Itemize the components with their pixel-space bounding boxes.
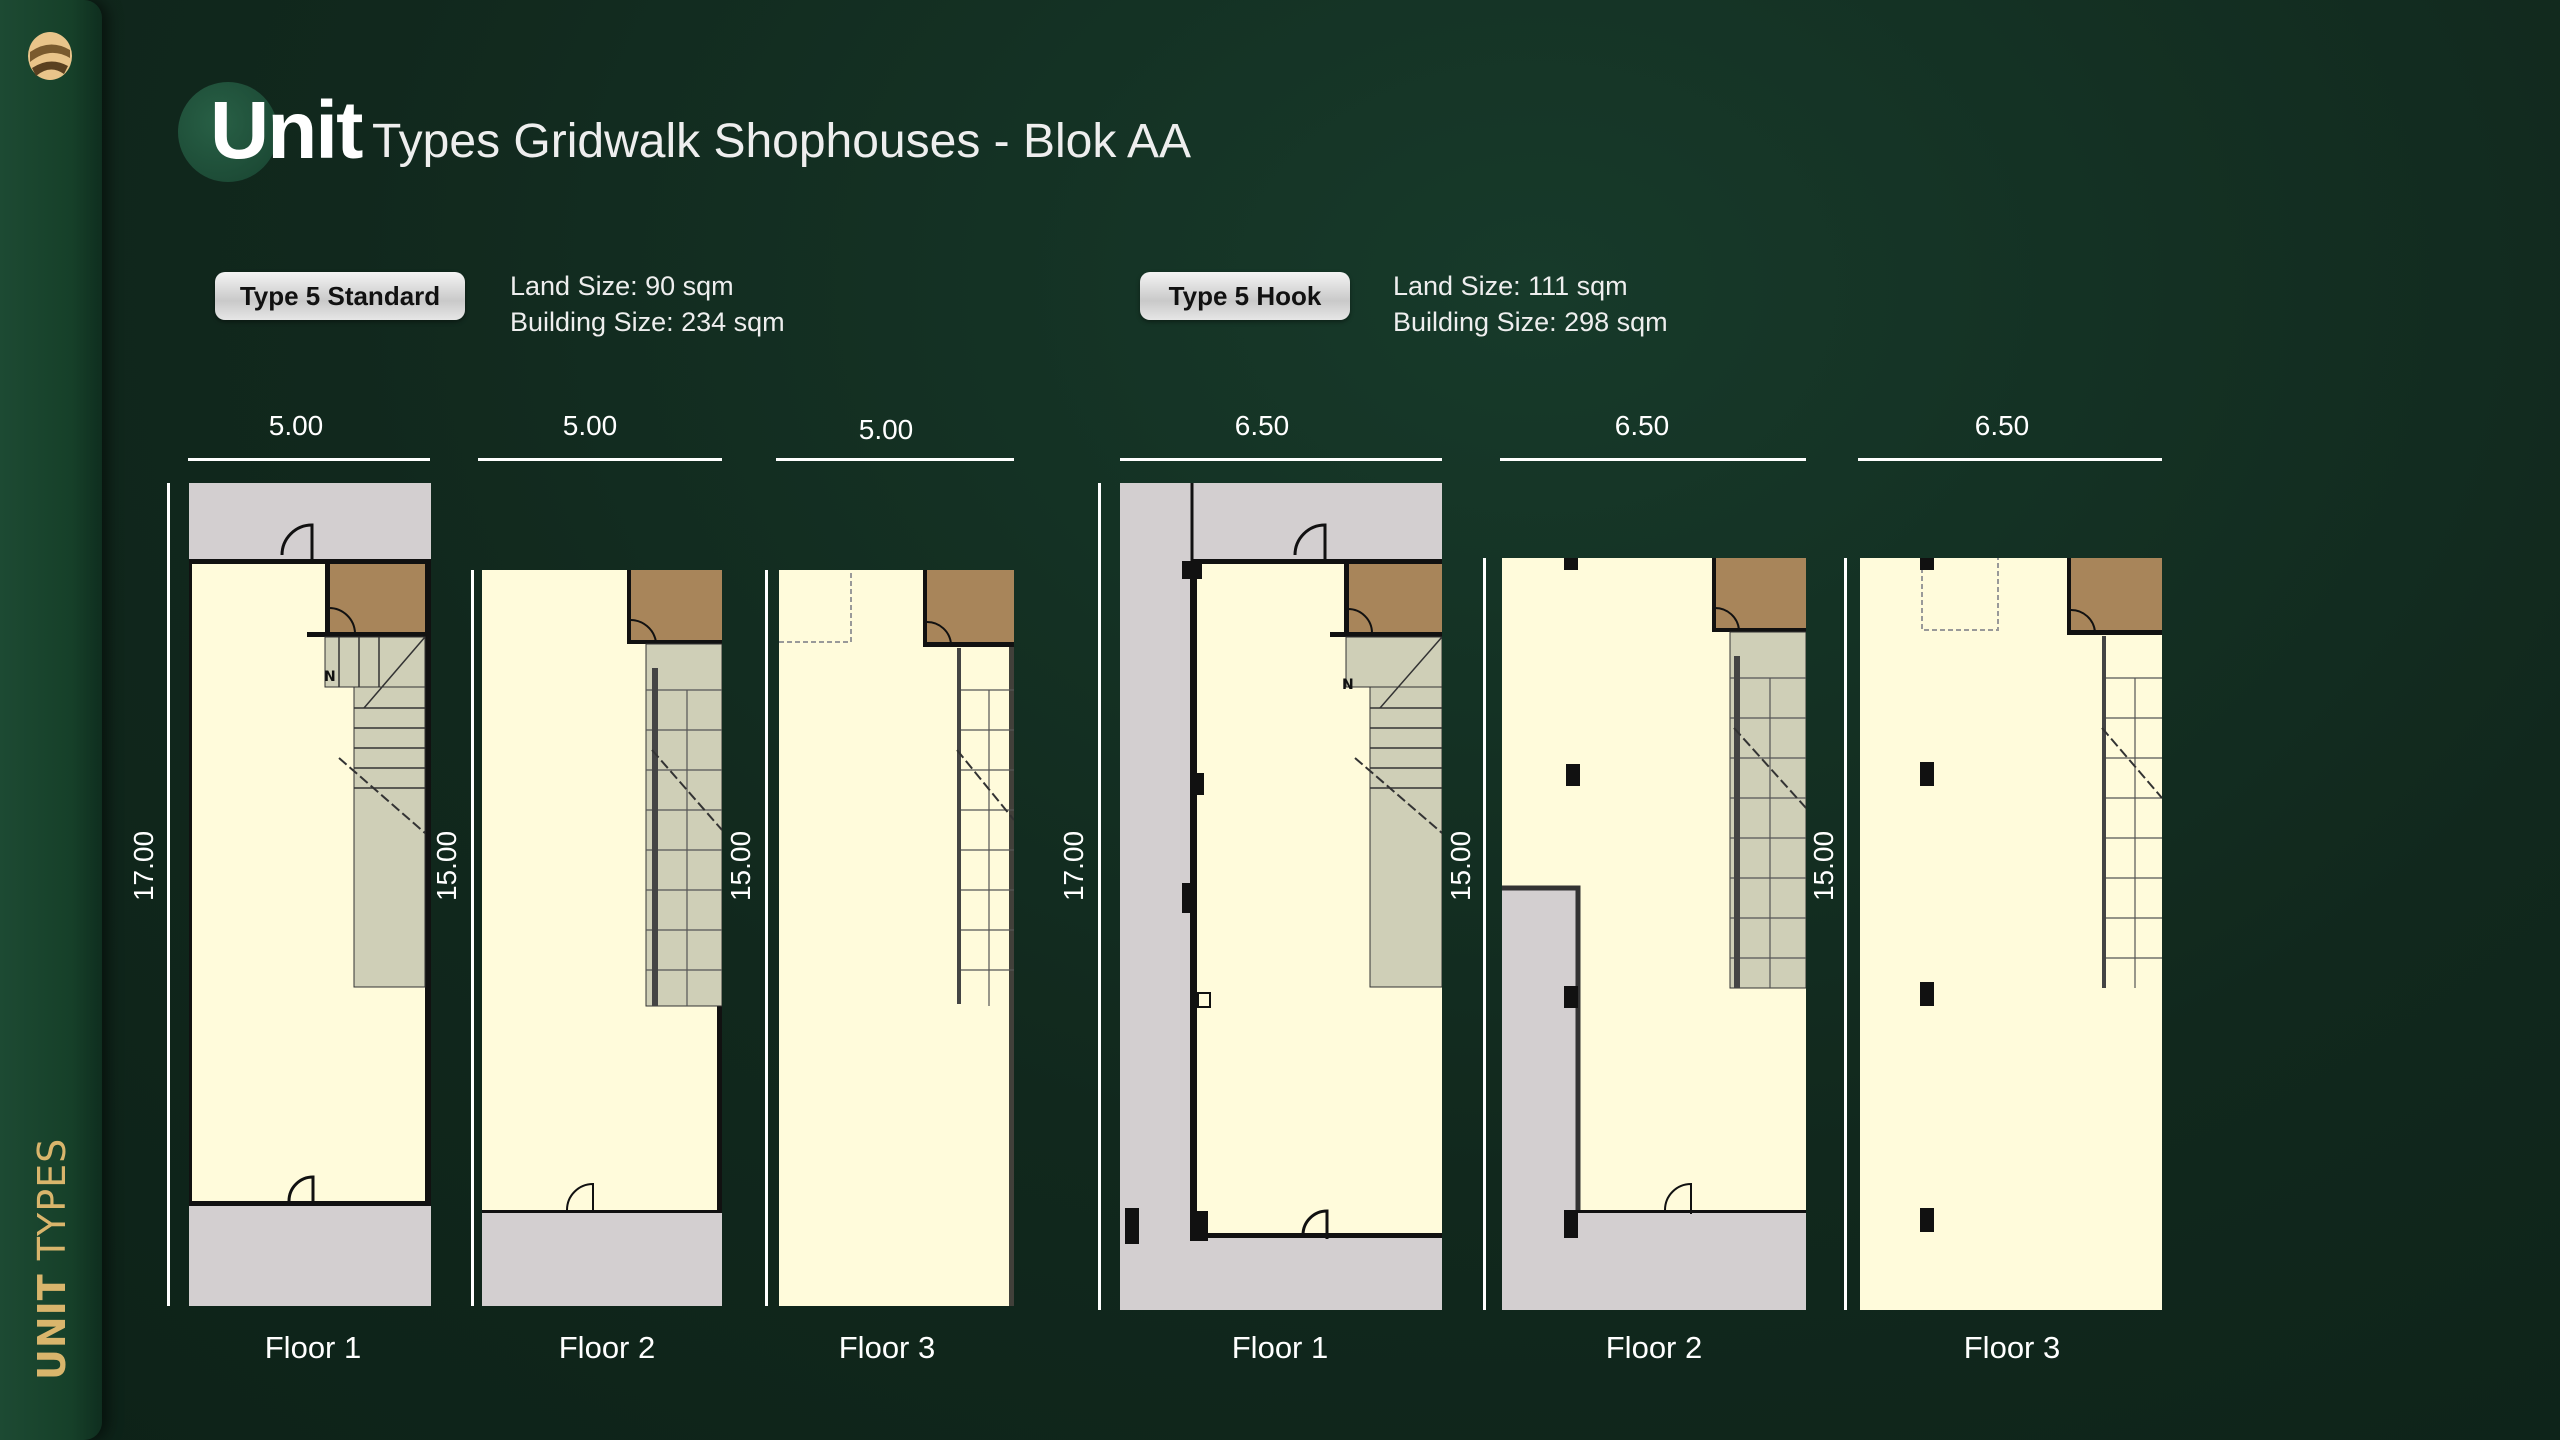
- sidebar: UNIT TYPES: [0, 0, 102, 1440]
- land-size: Land Size: 111 sqm: [1393, 271, 1628, 301]
- unit-specs-standard: Land Size: 90 sqm Building Size: 234 sqm: [510, 268, 785, 340]
- floor-plan-standard-floor-3[interactable]: [779, 570, 1014, 1306]
- depth-label: 15.00: [1445, 830, 1476, 902]
- floor-plan-standard-floor-2[interactable]: [482, 570, 722, 1306]
- unit-specs-hook: Land Size: 111 sqm Building Size: 298 sq…: [1393, 268, 1668, 340]
- width-label: 6.50: [1614, 410, 1670, 441]
- depth-dimension-line: [167, 483, 170, 1306]
- land-size: Land Size: 90 sqm: [510, 271, 734, 301]
- floor-label: Floor 2: [1605, 1330, 1703, 1365]
- section-label-rest: TYPES: [30, 1137, 74, 1261]
- depth-dimension-line: [765, 570, 768, 1306]
- section-label: UNIT TYPES: [30, 1138, 74, 1380]
- north-marker: N: [1342, 677, 1354, 693]
- depth-label: 17.00: [1058, 830, 1089, 902]
- floor-label: Floor 3: [1963, 1330, 2061, 1365]
- floor-plan-hook-floor-2[interactable]: [1502, 558, 1806, 1310]
- width-label: 5.00: [858, 414, 914, 445]
- floor-label: Floor 2: [558, 1330, 656, 1365]
- depth-label: 15.00: [725, 830, 756, 902]
- depth-dimension-line: [471, 570, 474, 1306]
- floor-plan-standard-floor-1[interactable]: N: [189, 483, 431, 1306]
- brand-logo-icon[interactable]: [26, 30, 74, 82]
- depth-dimension-line: [1844, 558, 1847, 1310]
- unit-type-badge-standard[interactable]: Type 5 Standard: [215, 272, 465, 320]
- width-dimension-line: [1858, 458, 2162, 461]
- width-dimension-line: [188, 458, 430, 461]
- floor-label: Floor 1: [1231, 1330, 1329, 1365]
- depth-label: 15.00: [1808, 830, 1839, 902]
- width-label: 6.50: [1234, 410, 1290, 441]
- width-dimension-line: [1500, 458, 1806, 461]
- north-marker: N: [324, 669, 336, 685]
- depth-dimension-line: [1098, 483, 1101, 1310]
- title-decoration-icon: [178, 82, 278, 182]
- width-dimension-line: [776, 458, 1014, 461]
- building-size: Building Size: 234 sqm: [510, 307, 785, 337]
- floor-plan-hook-floor-3[interactable]: [1860, 558, 2162, 1310]
- building-size: Building Size: 298 sqm: [1393, 307, 1668, 337]
- floor-label: Floor 1: [264, 1330, 362, 1365]
- page-title-bold: Unit: [210, 85, 363, 176]
- width-dimension-line: [1120, 458, 1442, 461]
- width-label: 5.00: [562, 410, 618, 441]
- depth-label: 17.00: [128, 830, 159, 902]
- page-title: Types Gridwalk Shophouses - Blok AA: [372, 115, 1192, 168]
- width-dimension-line: [478, 458, 722, 461]
- floor-label: Floor 3: [838, 1330, 936, 1365]
- depth-dimension-line: [1483, 558, 1486, 1310]
- floor-plan-hook-floor-1[interactable]: N: [1120, 483, 1442, 1310]
- width-label: 6.50: [1974, 410, 2030, 441]
- width-label: 5.00: [268, 410, 324, 441]
- section-label-bold: UNIT: [30, 1273, 74, 1380]
- depth-label: 15.00: [431, 830, 462, 902]
- unit-type-badge-hook[interactable]: Type 5 Hook: [1140, 272, 1350, 320]
